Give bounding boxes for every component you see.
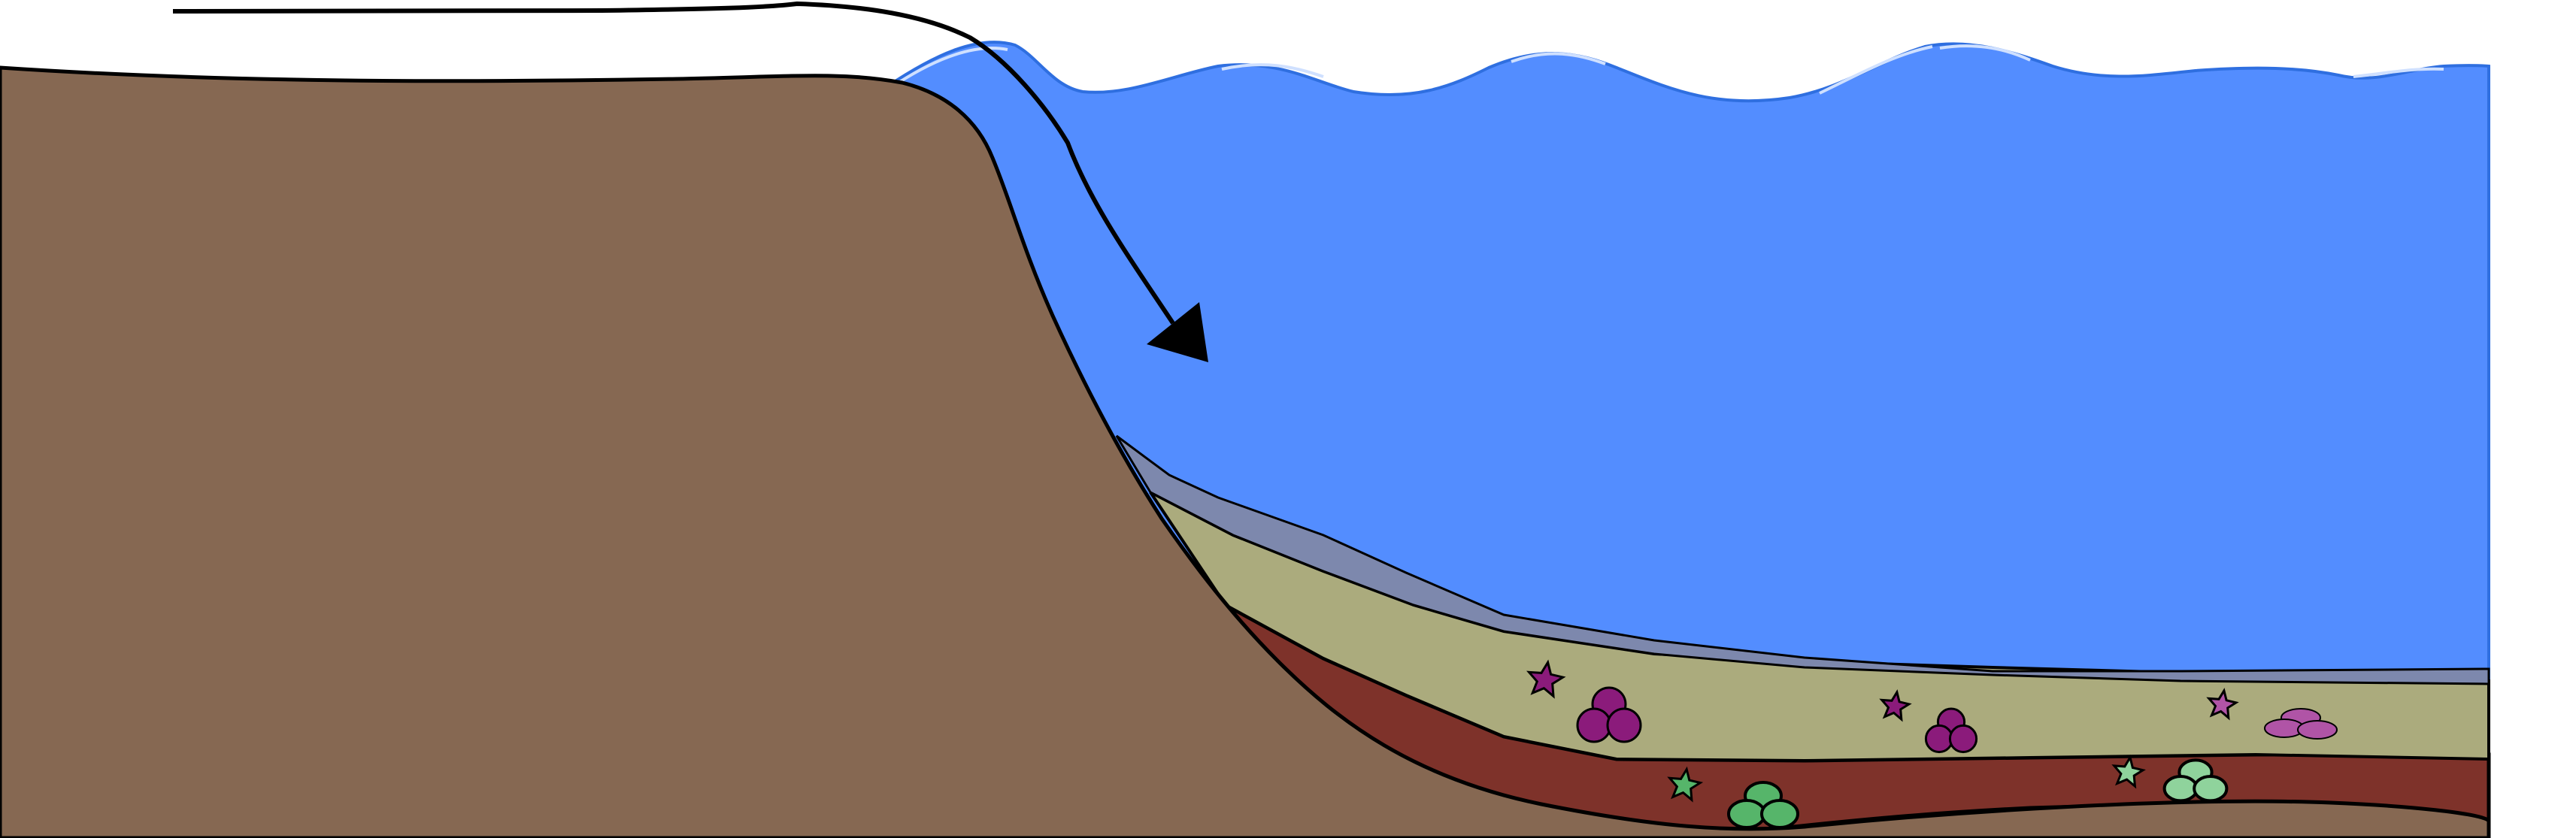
cluster-fossil-icon bbox=[2162, 758, 2229, 803]
continental-land bbox=[0, 65, 2491, 838]
cluster-fossil-icon bbox=[1727, 781, 1799, 829]
starfish-fossil-icon bbox=[1879, 689, 1912, 722]
fossils-group bbox=[1526, 659, 2338, 829]
sediment-arrow bbox=[172, 1, 1175, 325]
cluster-fossil-icon bbox=[1576, 686, 1642, 743]
starfish-fossil-icon bbox=[1667, 766, 1704, 803]
top-sediment-layer bbox=[1115, 434, 2490, 685]
wave-highlights bbox=[897, 44, 2444, 95]
arrow-head-icon bbox=[1147, 302, 1208, 362]
cluster-fossil-icon bbox=[1924, 707, 1978, 754]
cluster-fossil-icon bbox=[2264, 708, 2338, 740]
starfish-fossil-icon bbox=[2111, 754, 2146, 789]
starfish-fossil-icon bbox=[1526, 659, 1566, 699]
starfish-fossil-icon bbox=[2206, 688, 2239, 721]
